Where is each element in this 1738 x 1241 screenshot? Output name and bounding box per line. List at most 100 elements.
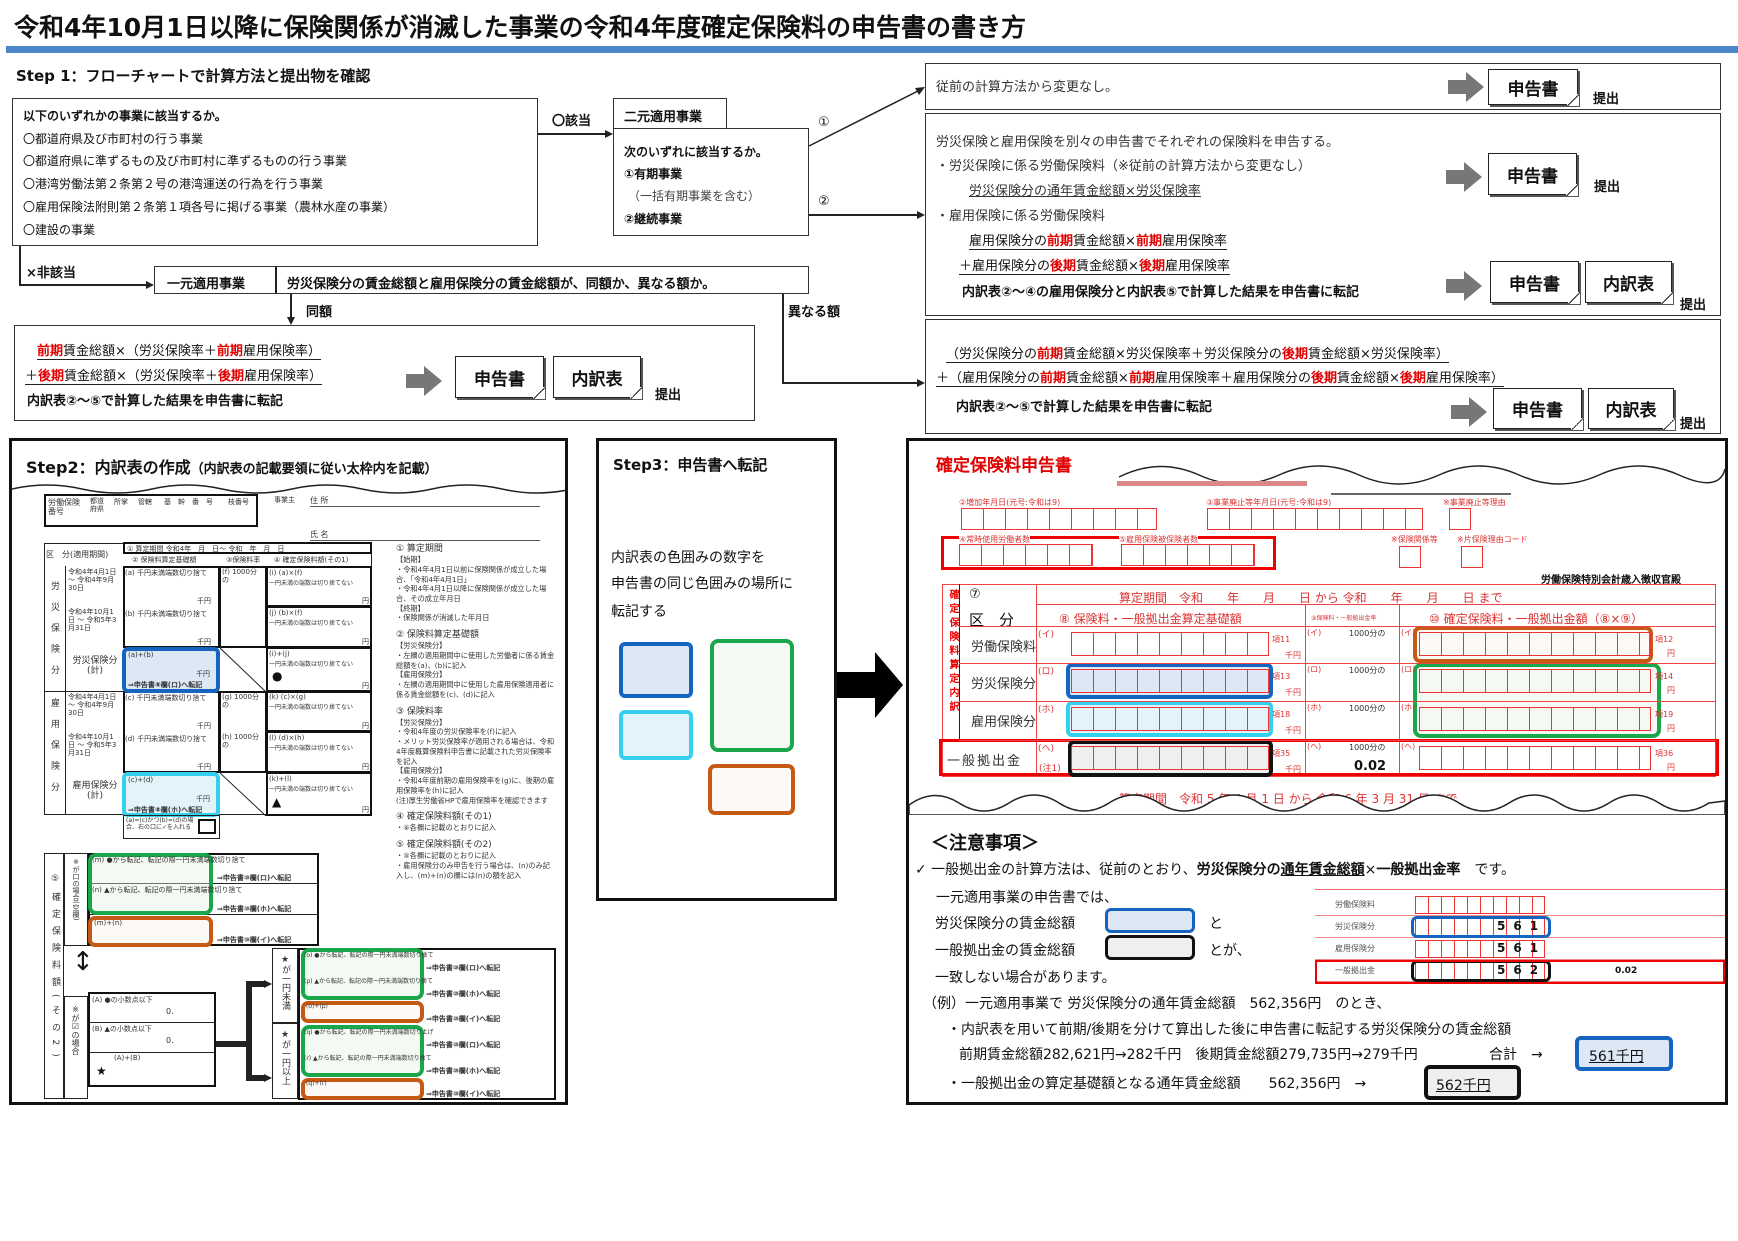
- wave-top: [1117, 465, 1725, 495]
- unit-label: 千円: [196, 670, 210, 678]
- under1-cell: ★が一円未満: [272, 948, 298, 1023]
- formula-segment: 賃金総額×労災保険率＋労災保険分の: [1063, 347, 1282, 362]
- step2-note-line: ⑤ 確定保険料額(その2): [396, 840, 492, 851]
- diff-line: [782, 294, 784, 383]
- item-number: 項18: [1272, 710, 1291, 719]
- fee-amount-input[interactable]: [1419, 632, 1651, 656]
- step2-panel: Step2：内訳表の作成（内訳表の記載要領に従い太枠内を記載） 労働保険番号 都…: [9, 438, 568, 1105]
- ichigen-box: 一元適用事業 労災保険分の賃金総額と雇用保険分の賃金総額が、同額か、異なる額か。: [154, 266, 809, 294]
- field-4-input[interactable]: [959, 544, 1093, 566]
- formula-segment: 賃金総額×労災保険率）: [1307, 347, 1449, 362]
- branch-1-arrow: [808, 87, 925, 147]
- base-amount-input[interactable]: [1071, 632, 1269, 656]
- transfer-label: ⇒申告書⑩欄(イ)へ転記: [217, 936, 292, 944]
- unit-label: 円: [362, 806, 369, 814]
- fee-amount-input[interactable]: [1419, 746, 1651, 770]
- item-number: 項14: [1655, 672, 1674, 681]
- zero-value: 0.: [166, 1036, 174, 1045]
- row-mark: (ロ): [1307, 665, 1322, 674]
- mini-digits-value: 562: [1497, 963, 1547, 977]
- notes-text: ×: [1364, 862, 1377, 878]
- field-3-input[interactable]: [1207, 508, 1423, 530]
- header-rate: ③保険料率: [226, 556, 261, 564]
- same-checkbox[interactable]: [198, 819, 216, 834]
- step2-subheading: （内訳表の記載要領に従い太枠内を記載）: [190, 462, 438, 477]
- step2-note-line: 【始期】: [396, 555, 425, 565]
- result-a-box: 従前の計算方法から変更なし。 申告書 提出: [925, 63, 1721, 110]
- cell-g-label: (g) 1000分の: [222, 693, 259, 710]
- cell-a-label: (a) 千円未満端数切り捨て: [125, 569, 207, 577]
- header-fee: ④ 確定保険料額(その1): [274, 556, 349, 564]
- notes-line-1: ✓ 一般拠出金の計算方法は、従前のとおり、労災保険分の通年賃金総額×一般拠出金率…: [915, 859, 1515, 879]
- legend-blue: [1105, 908, 1195, 933]
- no-arrow: [19, 284, 147, 286]
- cell-j-label: (j) (b)×(f): [269, 609, 303, 617]
- diff-arrow: [782, 382, 918, 384]
- transfer-label: ⇒申告書⑩欄(イ)へ転記: [426, 1015, 501, 1023]
- cell-m-label: (m) ●から転記、転記の際一円未満端数切り捨て: [92, 856, 246, 864]
- base-amount-input[interactable]: [1071, 669, 1269, 693]
- doc-shinkoku: 申告書: [455, 356, 545, 399]
- row-label: 労災保険分: [971, 677, 1037, 692]
- question-item: 〇都道府県及び市町村の行う事業: [23, 132, 204, 146]
- notes-text: 通年賃金総額: [1280, 862, 1365, 878]
- divider: [275, 267, 277, 293]
- same-label: 同額: [306, 305, 333, 320]
- highlight-orange: [301, 1078, 424, 1100]
- unit-label: 円: [362, 638, 369, 646]
- divider: [1036, 584, 1037, 777]
- fee-amount-input[interactable]: [1419, 669, 1651, 693]
- cell-h-label: (h) 1000分の: [222, 733, 259, 750]
- step2-note-line: ・令和4年4月1日以前に保険関係が成立した場合、「令和4年4月1日」: [396, 564, 547, 584]
- question-item: 〇都道府県に準ずるもの及び市町村に準ずるものの行う事業: [23, 154, 348, 168]
- base-amount-input[interactable]: [1071, 746, 1269, 770]
- cell-o-label: (o) ●から転記、転記の際一円未満端数切り捨て: [304, 952, 434, 959]
- field-5-input[interactable]: [1121, 544, 1255, 566]
- field-reason-input[interactable]: [1449, 508, 1471, 530]
- mini-row-label: 一般拠出金: [1335, 966, 1375, 975]
- divider: [90, 1022, 214, 1023]
- formula-highlight: 前期: [1037, 347, 1064, 362]
- calc-side-label: 確定保険料算定内訳: [947, 589, 958, 715]
- question-item: 〇雇用保険法附則第２条第１項各号に掲げる事業（農林水産の事業）: [23, 200, 396, 214]
- cell-kl: [266, 772, 372, 816]
- formula-highlight: 前期: [1047, 234, 1074, 249]
- nigen-option-2: ②継続事業: [624, 212, 683, 226]
- branch-connector: [246, 981, 252, 1081]
- number-col: 基 幹 番 号: [164, 498, 213, 506]
- notes-line: 一元適用事業の申告書では、: [936, 890, 1118, 906]
- diagonal-lines: [220, 648, 266, 816]
- cell-p-label: (p) ▲から転記、転記の際一円未満端数切り捨て: [304, 978, 434, 985]
- highlight-orange: [301, 1001, 424, 1023]
- highlight-red-workers: [941, 536, 1276, 570]
- transfer-label: ⇒申告書⑩欄(ロ)へ転記: [426, 964, 501, 972]
- result-561-box: 561千円: [1575, 1036, 1673, 1071]
- example-line: ・内訳表を用いて前期/後期を分けて算出した後に申告書に転記する労災保険分の賃金総…: [947, 1022, 1512, 1038]
- field-reason-label: ※事業廃止等理由: [1443, 498, 1506, 507]
- formula-segment: 雇用保険率: [1164, 259, 1230, 274]
- branch-2-arrow: [809, 214, 918, 216]
- cell-q-label: (q) ●から転記、転記の際一円未満端数切り上げ: [304, 1029, 434, 1036]
- field-relation-input[interactable]: [1399, 546, 1421, 568]
- doc-shinkoku: 申告書: [1488, 153, 1578, 196]
- mini-row-label: 雇用保険分: [1335, 944, 1375, 953]
- step2-note-line: 【労災保険分】: [396, 717, 447, 727]
- unit-label: 円: [362, 722, 369, 730]
- field-code-input[interactable]: [1461, 546, 1483, 568]
- notes-line: 一致しない場合があります。: [935, 970, 1116, 986]
- unit-label: 千円: [1285, 765, 1301, 774]
- cell-A-label: (A) ●の小数点以下: [92, 996, 153, 1004]
- formula-highlight: 前期: [1128, 371, 1155, 386]
- cell-ab-label: (a)+(b): [128, 651, 154, 659]
- row-label: 雇用保険分: [971, 715, 1037, 730]
- mini-rate: 0.02: [1615, 966, 1638, 976]
- result-b-line: ・雇用保険に係る労働保険料: [936, 209, 1106, 224]
- divider: [90, 1052, 214, 1053]
- notes-text: 労災保険分の: [1196, 862, 1281, 878]
- base-amount-input[interactable]: [1071, 707, 1269, 731]
- field-2-input[interactable]: [961, 508, 1157, 530]
- fee-amount-input[interactable]: [1419, 707, 1651, 731]
- step2-note-line: ・④各欄に記載のとおりに記入: [396, 823, 496, 833]
- owner-label: 事業主: [274, 496, 295, 504]
- diff-label: 異なる額: [788, 305, 841, 320]
